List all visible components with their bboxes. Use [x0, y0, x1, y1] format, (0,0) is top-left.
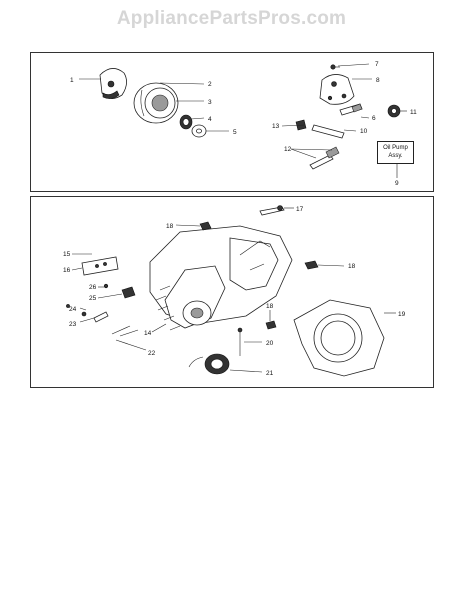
- leader-lines-top: [79, 63, 407, 178]
- label-2: 2: [208, 81, 212, 88]
- label-1: 1: [70, 77, 74, 84]
- clutch-shoe-part: [99, 68, 127, 99]
- label-18-lower: 18: [266, 303, 274, 310]
- diagram-panel-clutch-oil-pump: [30, 52, 434, 192]
- bolts-part-22-24: [66, 304, 139, 337]
- rod-part-17: [259, 205, 285, 216]
- label-3: 3: [208, 99, 212, 106]
- starter-rotor-part: [188, 353, 230, 375]
- label-5: 5: [233, 129, 237, 136]
- chain-cover-plate-part: [81, 256, 119, 276]
- label-26: 26: [89, 284, 97, 291]
- leader-lines-bottom: [71, 207, 396, 373]
- label-11: 11: [410, 109, 417, 116]
- label-6: 6: [372, 115, 376, 122]
- label-13: 13: [272, 123, 280, 130]
- screw-part-7: [330, 64, 340, 70]
- needle-bearing-part: [179, 114, 193, 130]
- label-8: 8: [376, 77, 380, 84]
- label-20: 20: [266, 340, 274, 347]
- oil-pump-body-part: [319, 74, 355, 105]
- washer-part: [191, 124, 207, 138]
- label-19: 19: [398, 311, 406, 318]
- label-21: 21: [266, 370, 274, 377]
- label-25: 25: [89, 295, 97, 302]
- clutch-drum-part: [133, 82, 179, 124]
- label-16: 16: [63, 267, 71, 274]
- label-24: 24: [69, 306, 77, 313]
- label-4: 4: [208, 116, 212, 123]
- callout-line-2: Assy.: [388, 153, 403, 159]
- label-17: 17: [296, 206, 304, 213]
- site-watermark: AppliancePartsPros.com: [116, 8, 347, 29]
- callout-line-1: Oil Pump: [383, 145, 408, 151]
- label-23: 23: [69, 321, 77, 328]
- bracket-part-25: [121, 286, 136, 299]
- stud-part-20: [237, 327, 243, 356]
- label-15: 15: [63, 251, 71, 258]
- label-10: 10: [360, 128, 368, 135]
- worm-gear-part: [387, 104, 401, 118]
- crankcase-part: [149, 225, 293, 331]
- adjuster-screw-part: [309, 146, 340, 170]
- label-18-right: 18: [348, 263, 356, 270]
- pump-plunger-part: [339, 103, 363, 116]
- starter-housing-part: [293, 299, 385, 377]
- nut-part-18a: [199, 221, 212, 231]
- label-14: 14: [144, 330, 152, 337]
- label-22: 22: [148, 350, 156, 357]
- nut-part-18c: [265, 320, 277, 330]
- oil-pump-assembly-callout: Oil Pump Assy.: [377, 141, 414, 164]
- label-12: 12: [284, 146, 292, 153]
- screw-part-26: [103, 283, 109, 289]
- nut-part-18b: [304, 260, 319, 270]
- label-7: 7: [375, 61, 379, 68]
- label-9: 9: [395, 180, 399, 187]
- label-18-top: 18: [166, 223, 174, 230]
- pump-shaft-part: [311, 124, 345, 139]
